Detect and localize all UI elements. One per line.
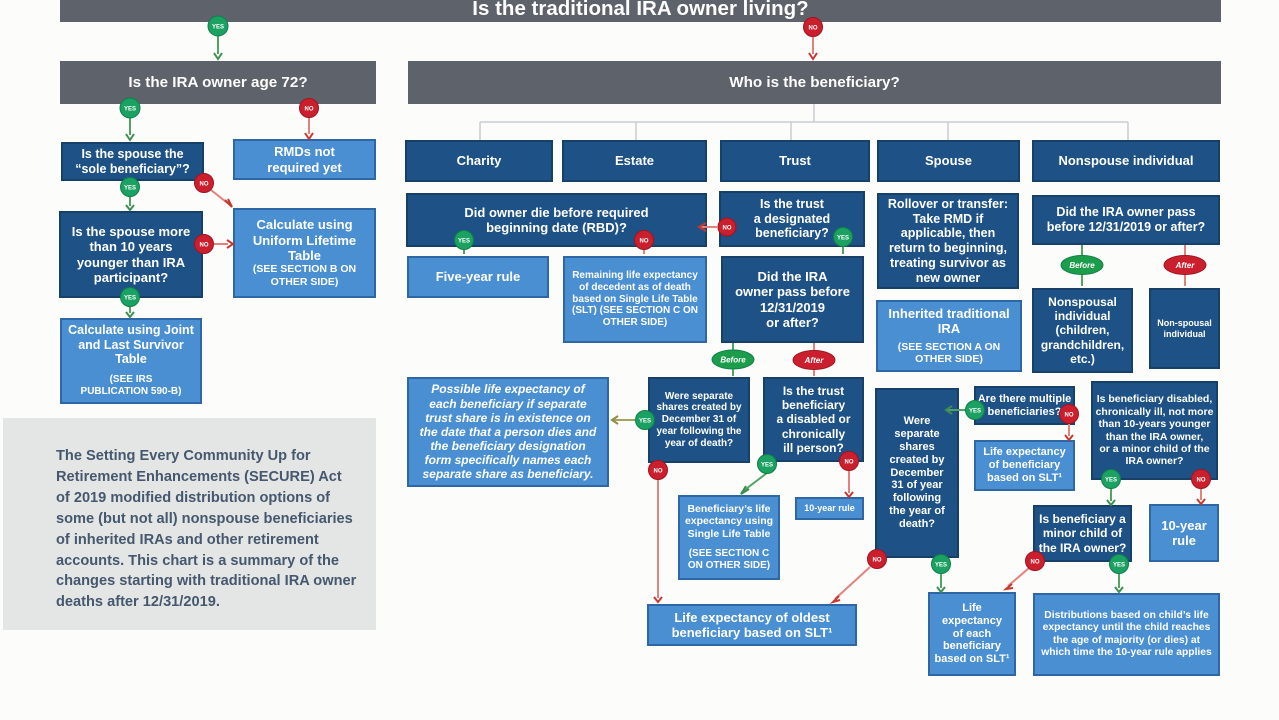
svg-text:Before: Before — [720, 356, 746, 365]
svg-text:NO: NO — [654, 469, 663, 475]
svg-text:YES: YES — [124, 107, 136, 113]
svg-text:NO: NO — [809, 26, 818, 32]
svg-text:NO: NO — [873, 558, 882, 564]
svg-text:After: After — [1175, 261, 1196, 270]
svg-text:After: After — [804, 356, 825, 365]
svg-text:Before: Before — [1069, 261, 1095, 270]
svg-text:YES: YES — [212, 25, 224, 31]
svg-text:NO: NO — [200, 182, 209, 188]
svg-text:NO: NO — [305, 107, 314, 113]
svg-text:YES: YES — [761, 463, 773, 469]
svg-text:YES: YES — [124, 186, 136, 192]
svg-text:YES: YES — [1113, 563, 1125, 569]
svg-text:YES: YES — [935, 563, 947, 569]
